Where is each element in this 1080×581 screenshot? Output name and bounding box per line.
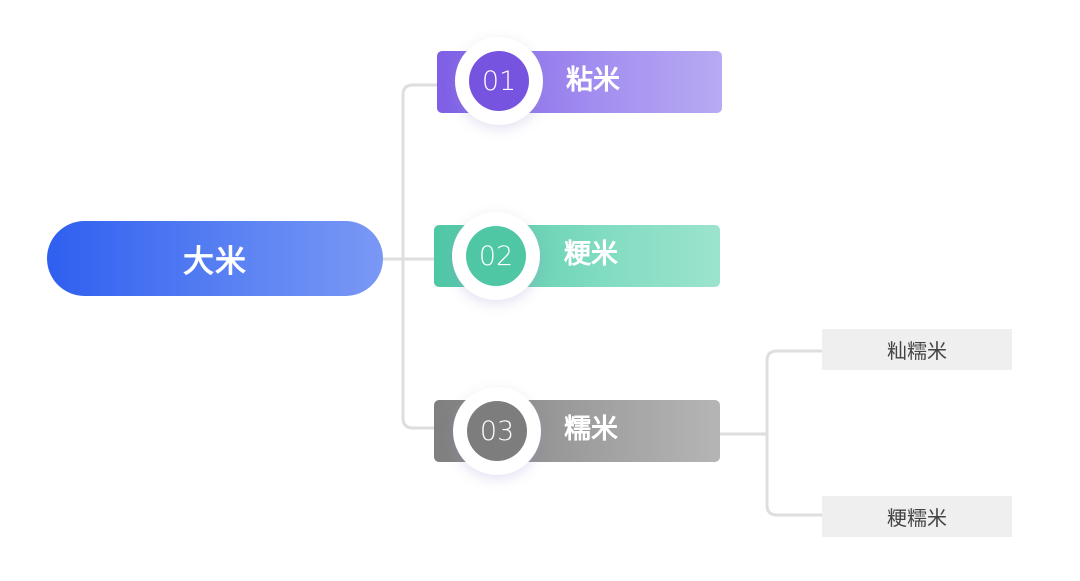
branch-3-number-badge: 03 (453, 387, 541, 475)
branch-1-label: 粘米 (566, 65, 620, 96)
spine-to-branch-3-line (401, 257, 436, 430)
root-node: 大米 (47, 221, 383, 296)
root-node-label: 大米 (183, 244, 247, 280)
branch-2-label: 粳米 (564, 239, 618, 270)
branch-3-label: 糯米 (564, 414, 618, 445)
spine-to-branch-1-line (401, 83, 439, 261)
branch-2-number-badge: 02 (452, 212, 540, 300)
leaf-node-2: 粳糯米 (822, 496, 1012, 537)
branch-1-number-badge: 01 (455, 37, 543, 125)
leaf-spine-to-leaf-2-line (765, 432, 824, 517)
branch-2-number: 02 (466, 226, 526, 286)
leaf-1-label: 籼糯米 (887, 339, 947, 363)
leaf-node-1: 籼糯米 (822, 329, 1012, 370)
branch-3-number: 03 (467, 401, 527, 461)
leaf-spine-to-leaf-1-line (765, 349, 824, 436)
branch-1-number: 01 (469, 51, 529, 111)
leaf-2-label: 粳糯米 (887, 506, 947, 530)
